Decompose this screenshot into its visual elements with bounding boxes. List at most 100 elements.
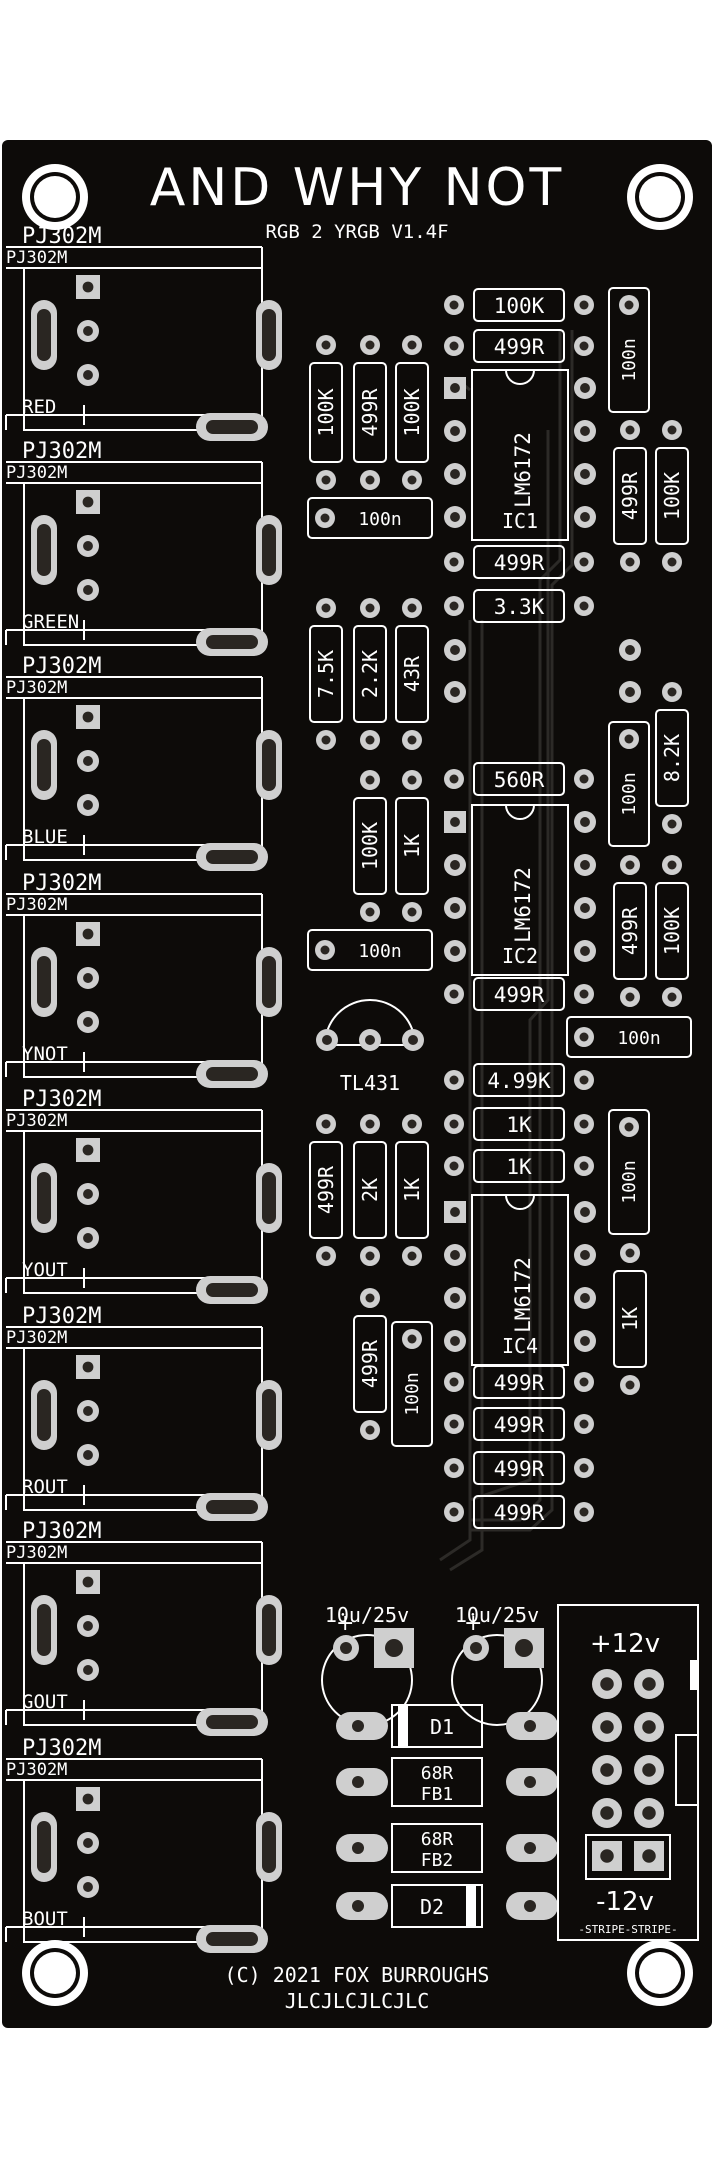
jack-lug-left-hole <box>37 524 51 576</box>
pad-hole <box>580 1207 590 1217</box>
cap-label: 100n <box>617 1028 660 1049</box>
electrolytic-cap-2: 10u/25v + <box>451 1603 544 1726</box>
cap-body <box>608 1109 650 1235</box>
pad-hole <box>407 735 417 745</box>
cap-label: 100n <box>619 338 640 381</box>
pad-hole <box>82 281 94 293</box>
resistor-label: 3.3K <box>494 595 545 619</box>
cap-h: 100n <box>307 497 433 539</box>
pad-hole <box>450 946 460 956</box>
jack-part-label: PJ302M <box>22 654 101 679</box>
jack-lug-left-hole <box>37 1604 51 1656</box>
jack-pad-bottom-hole <box>206 850 258 864</box>
jack-lug-left-hole <box>37 956 51 1008</box>
resistor-body <box>655 882 689 980</box>
power-minus-label: -12v <box>596 1887 654 1917</box>
cap-label: 100n <box>402 1372 423 1415</box>
resistor-label: 499R <box>494 1457 545 1481</box>
pad-hole <box>580 860 590 870</box>
resistor-label: 499R <box>494 1501 545 1525</box>
resistor-label: 100K <box>494 294 545 318</box>
pad-hole <box>365 1251 375 1261</box>
resistor-label: 1K <box>400 1178 424 1202</box>
regulator-label: TL431 <box>340 1071 400 1095</box>
pad-hole <box>600 1806 614 1820</box>
jack-pad-bottom-hole <box>206 420 258 434</box>
copyright: (C) 2021 FOX BURROUGHS <box>225 1963 490 1987</box>
pad-hole <box>450 687 460 697</box>
resistor-body <box>353 625 387 723</box>
resistor-v: 499R <box>613 855 647 1007</box>
resistor-label: 100K <box>660 472 684 520</box>
resistor-body <box>353 362 387 463</box>
pad-hole <box>449 1507 459 1517</box>
pad-hole <box>450 1293 460 1303</box>
pad-hole <box>642 1720 656 1734</box>
resistor-v: 499R <box>613 420 647 572</box>
jack-lug-left-hole <box>37 309 51 361</box>
pad-hole <box>82 1361 94 1373</box>
resistor-body <box>395 362 429 463</box>
pad-hole <box>83 756 93 766</box>
resistor-label: 1K <box>400 834 424 858</box>
jack-part-label-small: PJ302M <box>6 463 67 483</box>
pad-hole <box>83 1838 93 1848</box>
pad-hole <box>321 1119 331 1129</box>
jack-lug-right-hole <box>262 739 276 791</box>
pad-hole <box>449 1419 459 1429</box>
resistor-body <box>473 977 565 1011</box>
pad-hole <box>83 1665 93 1675</box>
pad-hole <box>642 1849 656 1863</box>
pad-hole <box>600 1849 614 1863</box>
resistor-h: 499R <box>444 329 594 363</box>
pad-hole <box>667 557 677 567</box>
pad-hole <box>450 1336 460 1346</box>
jack-lug-left-hole <box>37 1389 51 1441</box>
resistor-body <box>473 1451 565 1485</box>
ic-ref: IC4 <box>502 1334 538 1358</box>
resistors: 100K499R499R3.3K560R499R4.99K1K1K499R499… <box>309 288 689 1529</box>
pad-hole <box>450 645 460 655</box>
resistor-body <box>473 329 565 363</box>
resistor-label: 499R <box>494 983 545 1007</box>
resistor-v: 43R <box>395 598 429 750</box>
cap-v: 100n <box>608 721 650 847</box>
ic-2: LM6172 IC2 <box>471 804 569 976</box>
cap-label: 100n <box>358 941 401 962</box>
resistor-label: 499R <box>314 1165 338 1214</box>
resistor-v: 499R <box>353 335 387 490</box>
resistor-h: 499R <box>444 1495 594 1529</box>
pad-hole <box>82 1576 94 1588</box>
pad-hole <box>625 1380 635 1390</box>
ferrite-fb1: 68R FB1 <box>336 1757 558 1807</box>
resistor-label: 499R <box>358 1339 382 1388</box>
jack-part-label-small: PJ302M <box>6 1760 67 1780</box>
jack-part-label-small: PJ302M <box>6 248 67 268</box>
resistor-v: 2.2K <box>353 598 387 750</box>
cap-label: 10u/25v <box>455 1603 539 1627</box>
cap-v: 100n <box>391 1321 433 1447</box>
pad-hole <box>625 860 635 870</box>
pad-hole <box>449 300 459 310</box>
jack-pad-bottom-hole <box>206 1500 258 1514</box>
resistor-label: 2K <box>358 1178 382 1202</box>
resistor-v: 7.5K <box>309 598 343 750</box>
resistor-body <box>473 1149 565 1183</box>
resistor-h: 499R <box>444 1451 594 1485</box>
jack-part-label-small: PJ302M <box>6 1328 67 1348</box>
resistor-label: 100K <box>660 907 684 955</box>
pad-hole <box>365 340 375 350</box>
resistor-v: 100K <box>395 335 429 490</box>
pad-hole <box>449 774 459 784</box>
pad-hole <box>407 1334 417 1344</box>
pad-hole <box>407 775 417 785</box>
cap-h: 100n <box>566 1016 692 1058</box>
resistor-label: 499R <box>494 551 545 575</box>
resistor-h: 499R <box>444 1407 594 1441</box>
resistor-body <box>353 1141 387 1239</box>
jack-lug-right-hole <box>262 309 276 361</box>
